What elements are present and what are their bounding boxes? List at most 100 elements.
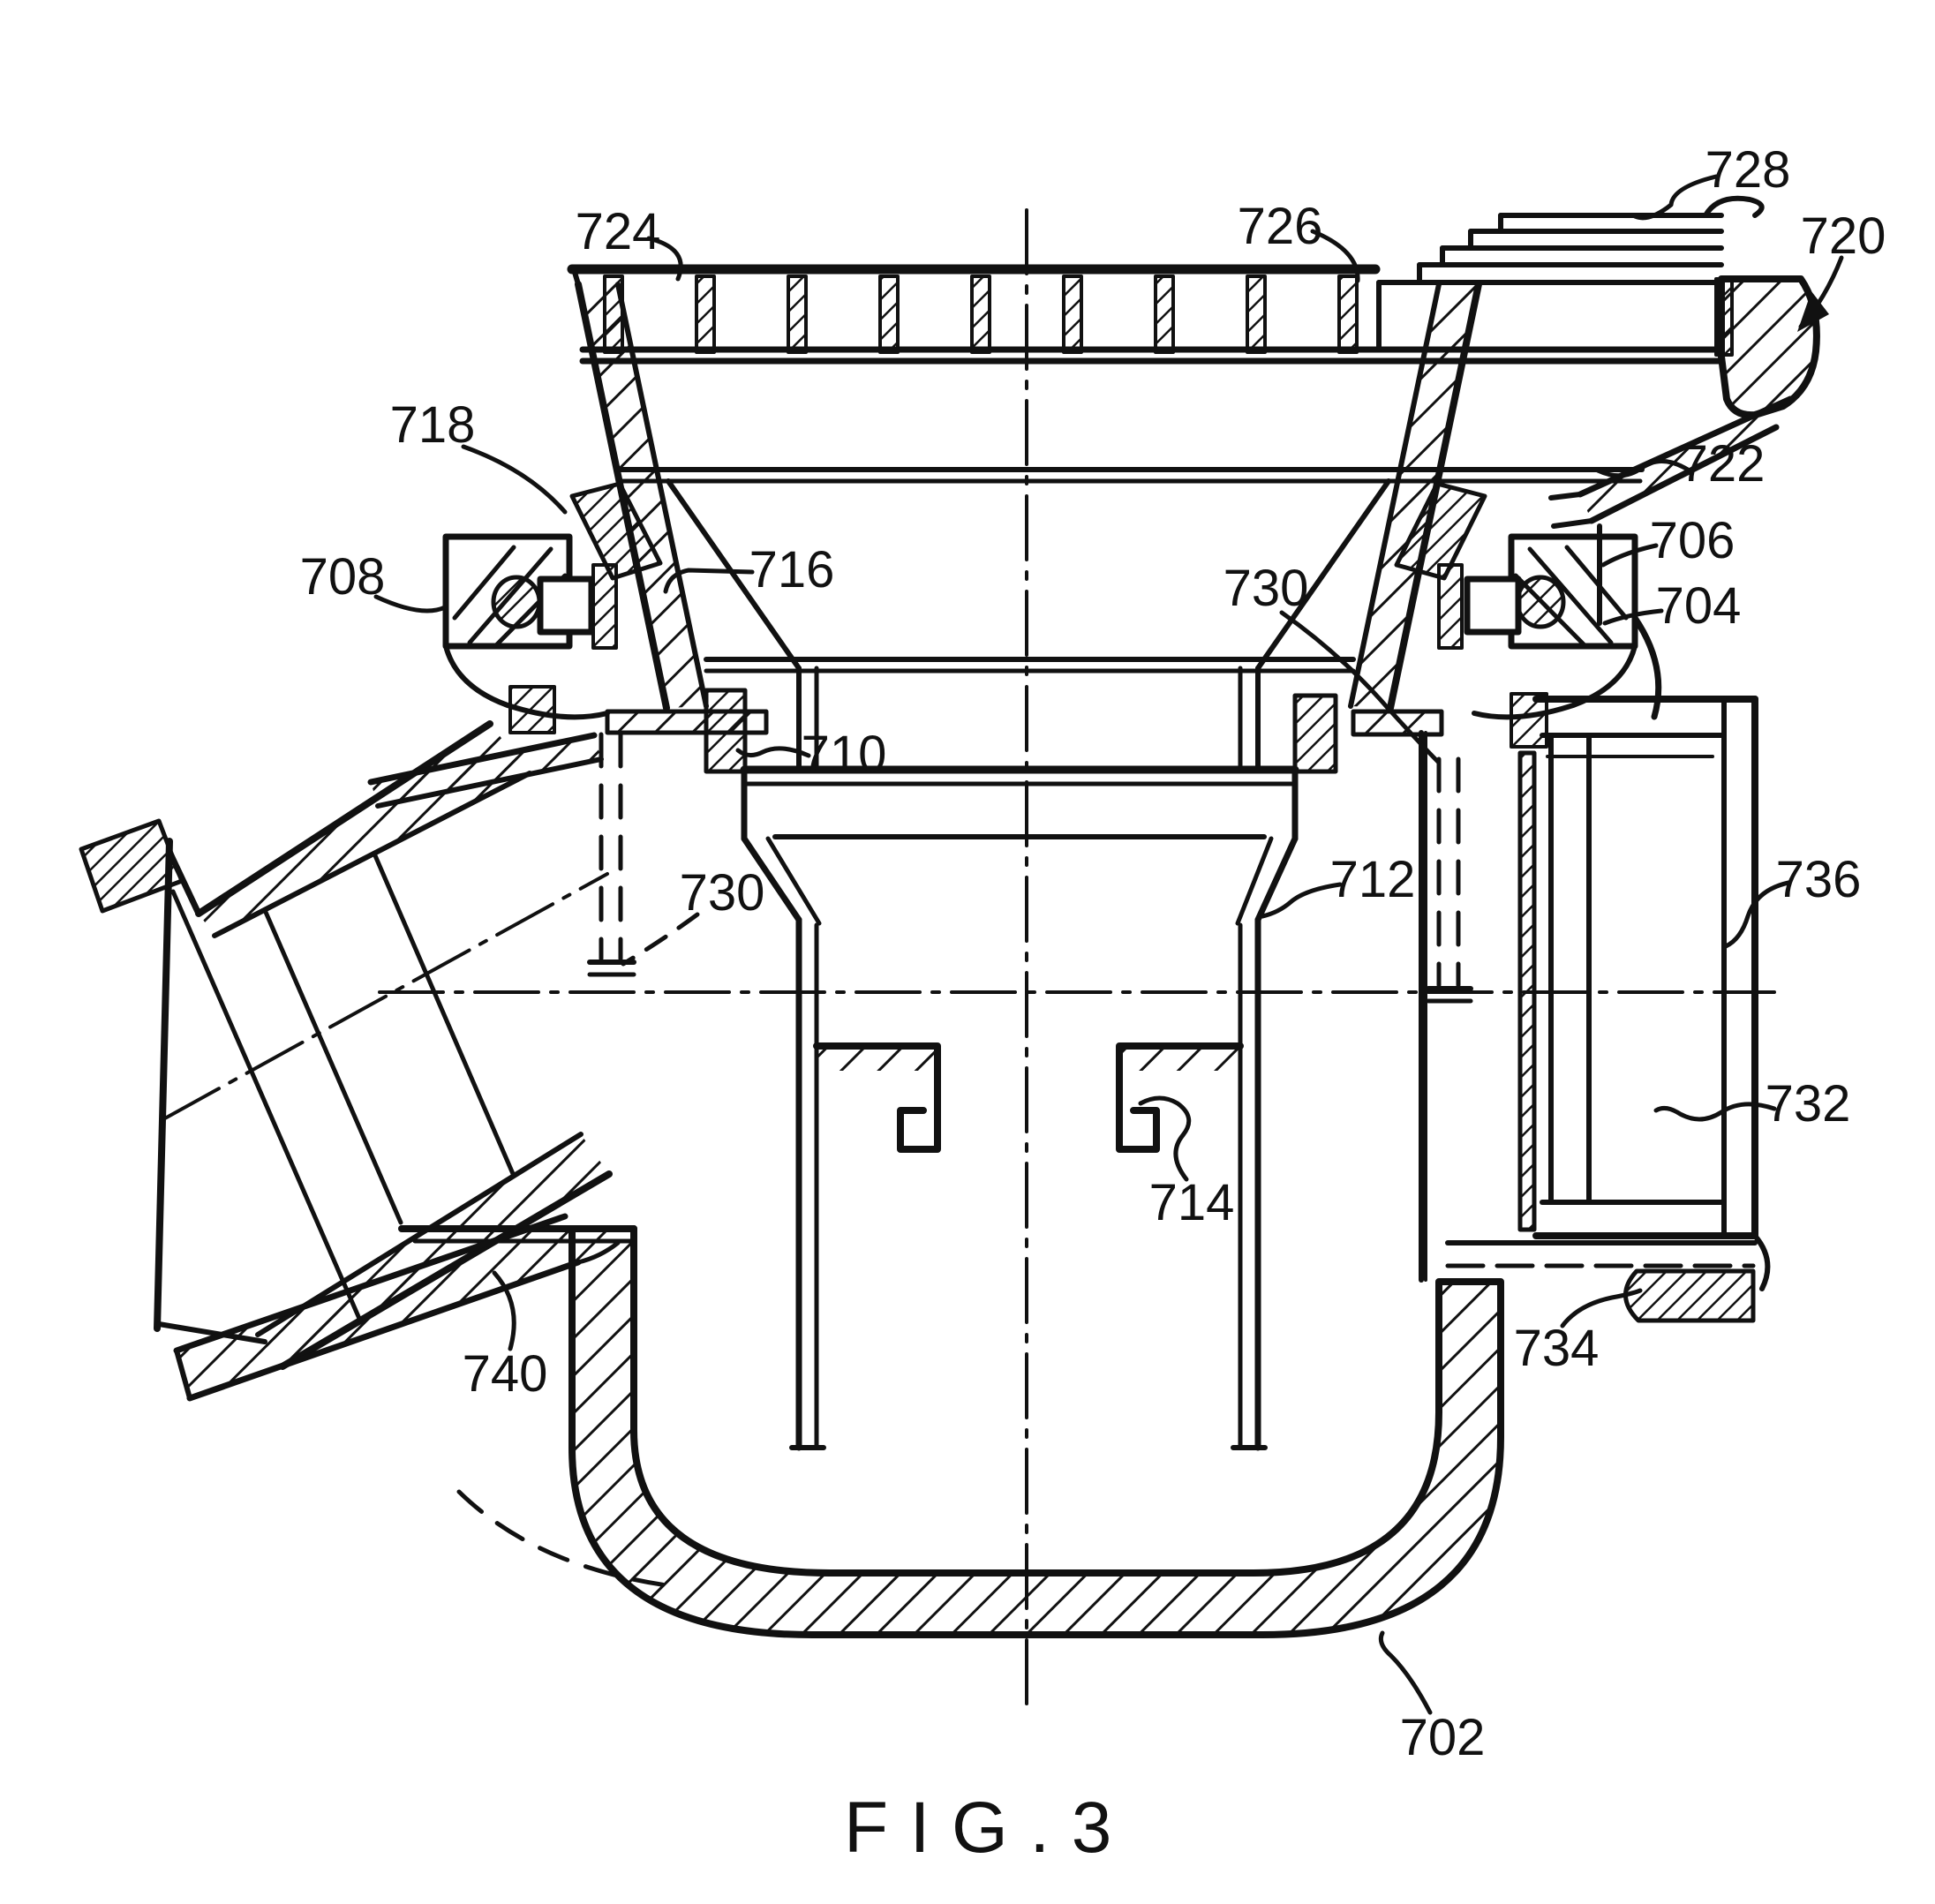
pipe-flange-hatch (371, 735, 601, 806)
pipe-flange-face (367, 732, 598, 786)
sump-wall-band (568, 1225, 1504, 1638)
rim (1548, 275, 1820, 529)
ref-label-710-11: 710 (802, 726, 887, 783)
pipe-flange-under (375, 756, 604, 809)
leader-line-712-13 (1260, 882, 1343, 919)
rim-cap-column (1714, 277, 1734, 357)
plate-steps (1376, 213, 1503, 352)
leader-line-718-7 (461, 444, 568, 515)
ref-label-736-14: 736 (1776, 851, 1862, 908)
ref-label-732-15: 732 (1766, 1075, 1851, 1133)
rim-flange-inner (1588, 424, 1780, 524)
coupling (1445, 1233, 1771, 1323)
pipe-top-wall-hatch (199, 724, 530, 936)
ref-label-716-9: 716 (749, 541, 835, 598)
pipe-top-inner (212, 771, 532, 938)
joint-sleeve-hatch (177, 1216, 578, 1398)
grate-bar (878, 275, 900, 354)
ref-label-720-3: 720 (1801, 207, 1886, 265)
bucket-chamfers-inner (765, 836, 1274, 926)
sump-body (398, 1225, 1504, 1638)
grate-bar (603, 275, 624, 354)
plate-lines (1376, 213, 1724, 285)
left-clamp (442, 481, 769, 774)
bolt-right-hidden (1436, 756, 1461, 988)
funnel-right-wall-hatch (1351, 284, 1479, 708)
ref-label-734-17: 734 (1514, 1320, 1600, 1377)
funnel-slope-left (666, 478, 802, 671)
pipe-top-outer (195, 720, 493, 917)
funnel-left-wall-hatch (578, 284, 706, 708)
leader-line-740-18 (492, 1270, 516, 1351)
ref-label-714-16: 714 (1149, 1174, 1235, 1231)
grate (567, 264, 1725, 365)
hook-flanges (813, 1042, 1244, 1153)
stacked-plates (1376, 195, 1765, 352)
leader-line-710-11 (735, 746, 811, 758)
ref-label-730-10: 730 (1223, 560, 1309, 617)
ref-label-718-7: 718 (390, 396, 476, 454)
pipe-socket-ring-2 (262, 907, 403, 1225)
sump-hidden-arc (456, 1489, 682, 1590)
hook-left (813, 1042, 941, 1153)
right-seal (1394, 481, 1487, 581)
leader-line-708-8 (373, 594, 448, 613)
ref-label-730-12: 730 (680, 864, 765, 922)
hook-right (1116, 1042, 1244, 1153)
rim-cap (1718, 275, 1820, 419)
pipe-socket-ring-3 (372, 851, 516, 1178)
ref-label-708-8: 708 (300, 548, 386, 606)
collar-edges (741, 766, 1299, 842)
left-clamp-nut (491, 575, 542, 629)
ref-label-722-4: 722 (1680, 435, 1766, 493)
joint-sleeve-link (576, 1240, 621, 1265)
bucket-chamfers (741, 835, 1299, 923)
right-clamp-nut (1515, 575, 1566, 629)
ref-label-712-13: 712 (1330, 851, 1416, 908)
grate-bar (1246, 275, 1267, 354)
right-clamp (1292, 481, 1662, 774)
seal-718 (569, 481, 663, 581)
funnel-left-wall-inner (615, 282, 709, 709)
right-bowl-bulge (1631, 614, 1662, 720)
joint-sleeve-endcap (174, 1348, 192, 1401)
funnel-body (575, 281, 1645, 771)
pipe-mouth-face (154, 838, 173, 1332)
leader-line-726-1 (1310, 229, 1360, 283)
leader-line-730-12 (621, 912, 700, 967)
pipe-socket-ring-1 (170, 889, 363, 1323)
leader-line-716-9 (663, 568, 755, 594)
right-collar-block (1292, 693, 1338, 774)
hook-left-hatch (817, 1046, 937, 1071)
grate-bar (787, 275, 808, 354)
hidden-bolts (587, 732, 1473, 1004)
leader-line-736-14 (1723, 880, 1791, 949)
inlet-pipe (79, 720, 621, 1402)
bucket (740, 765, 1299, 1451)
grate-bar (970, 275, 991, 354)
leader-line-724-0 (646, 236, 683, 282)
leader-arrowhead-720 (1797, 291, 1829, 332)
left-collar-block (704, 688, 748, 774)
leader-line-730-10 (1279, 610, 1442, 765)
leader-line-722-4 (1595, 459, 1690, 478)
joint-sleeve-bottom (186, 1259, 582, 1402)
grate-left-edge (571, 267, 581, 287)
ref-label-724-0: 724 (576, 203, 661, 260)
leader-line-714-16 (1138, 1095, 1192, 1182)
joint-sleeve-top (173, 1213, 568, 1354)
ref-label-726-1: 726 (1238, 198, 1323, 255)
leader-line-706-5 (1600, 543, 1659, 568)
rim-flange-end (1548, 492, 1594, 529)
figure-caption: FIG.3 (844, 1787, 1133, 1868)
funnel-right-wall-inner (1348, 282, 1442, 709)
grate-bar (1154, 275, 1175, 354)
leader-line-734-17 (1560, 1288, 1643, 1328)
rim-flange-hatch (1580, 399, 1790, 521)
right-body-ledge (1351, 709, 1444, 737)
coupling-right-bulge (1752, 1233, 1771, 1291)
bolt-left-hidden (599, 732, 623, 961)
